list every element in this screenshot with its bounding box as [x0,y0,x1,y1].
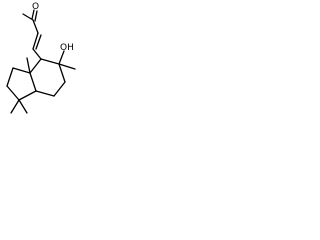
chemical-structure-diagram: O OH [6,2,76,114]
bond-carbonyl-double-a [31,9,35,20]
bond-carbonyl-to-vinyl [32,19,39,34]
bond-ring-b-2 [6,67,14,87]
bond-ring-a-3 [53,81,66,97]
bond-angular-methyl [26,57,31,74]
bond-vinyl-double-b [35,34,42,50]
bond-vinyl-to-ring [32,48,42,60]
bond-ring-b-1 [12,67,31,74]
bond-ring-a-4 [35,90,55,97]
hydroxyl-label: OH [60,43,74,53]
bond-vinyl-double-a [32,32,39,50]
bond-hydroxyl [58,50,65,65]
bond-ring-b-3 [6,85,20,101]
substituents [10,50,76,114]
bond-ring-a-2 [58,63,66,83]
bond-ring-a-1 [40,58,60,65]
carbonyl-oxygen-label: O [32,2,39,12]
bond-ring-a-5 [29,72,37,92]
bond-ring-a-6 [29,58,42,74]
bond-methyl-ketone [22,13,34,21]
bond-ring-b-4 [18,90,37,101]
bond-ring-methyl [58,63,76,70]
side-chain [22,9,42,60]
bond-carbonyl-double-b [34,10,38,22]
ring-b [6,67,37,101]
bond-gem-methyl-1 [10,99,20,114]
ring-a [29,58,66,97]
bond-gem-methyl-2 [18,99,28,114]
